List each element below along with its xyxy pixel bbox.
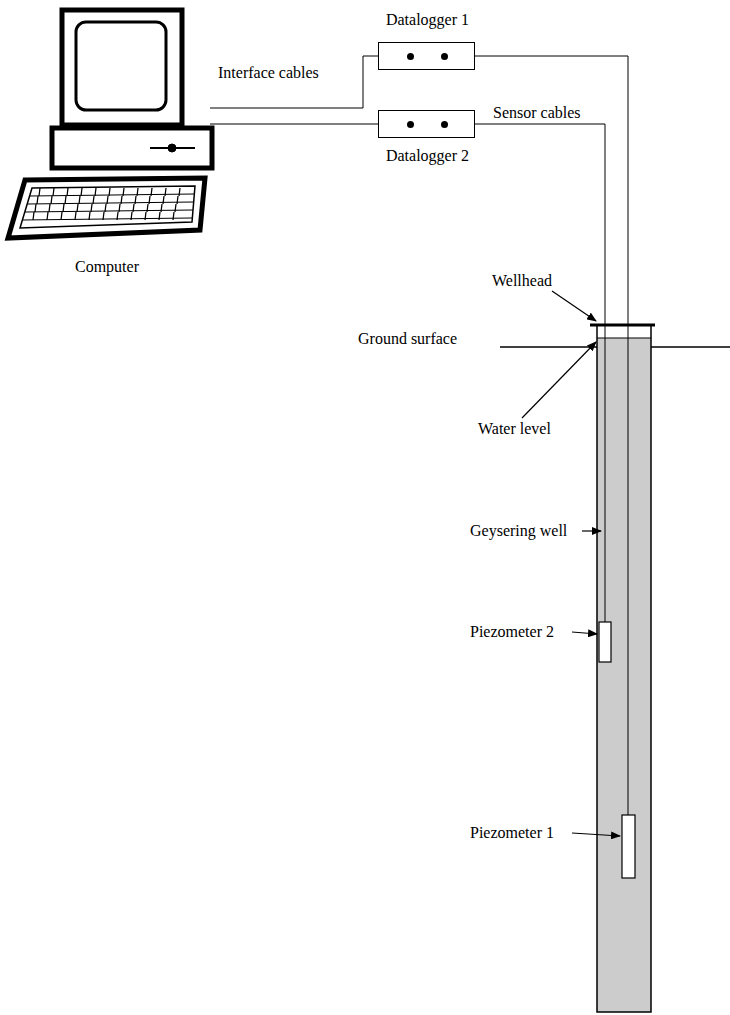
terminal-dot	[441, 121, 448, 128]
interface-cable	[210, 56, 378, 108]
datalogger-box: Datalogger 2	[378, 110, 475, 138]
piezometer	[622, 815, 635, 878]
part-label: Piezometer 1	[470, 824, 554, 842]
part-label: Geysering well	[470, 522, 567, 540]
part-label: Sensor cables	[493, 104, 581, 122]
computer-label: Computer	[75, 258, 139, 276]
leader-arrow	[552, 291, 596, 321]
terminal-dot	[407, 121, 414, 128]
computer-node: Computer	[5, 8, 210, 283]
wellhead-plate	[590, 324, 655, 327]
part-label: Water level	[478, 420, 551, 438]
part-label: Piezometer 2	[470, 623, 554, 641]
terminal-dot	[407, 53, 414, 60]
terminal-dot	[441, 53, 448, 60]
sensor-cable	[475, 124, 605, 622]
device-label: Datalogger 2	[386, 147, 469, 165]
device-label: Datalogger 1	[386, 11, 469, 29]
leader-arrow	[582, 530, 601, 531]
part-label: Ground surface	[358, 330, 457, 348]
part-label: Wellhead	[492, 272, 552, 290]
ground-line	[651, 346, 730, 348]
leader-arrow	[572, 632, 597, 634]
piezometer	[599, 622, 611, 662]
leader-arrow	[522, 342, 596, 418]
ground-line	[500, 346, 597, 348]
computer-icon	[8, 10, 212, 238]
interface-cable	[210, 124, 378, 125]
part-label: Interface cables	[218, 64, 319, 82]
datalogger-box: Datalogger 1	[378, 42, 475, 70]
sensor-cable	[475, 56, 628, 815]
leader-arrow	[572, 833, 620, 836]
